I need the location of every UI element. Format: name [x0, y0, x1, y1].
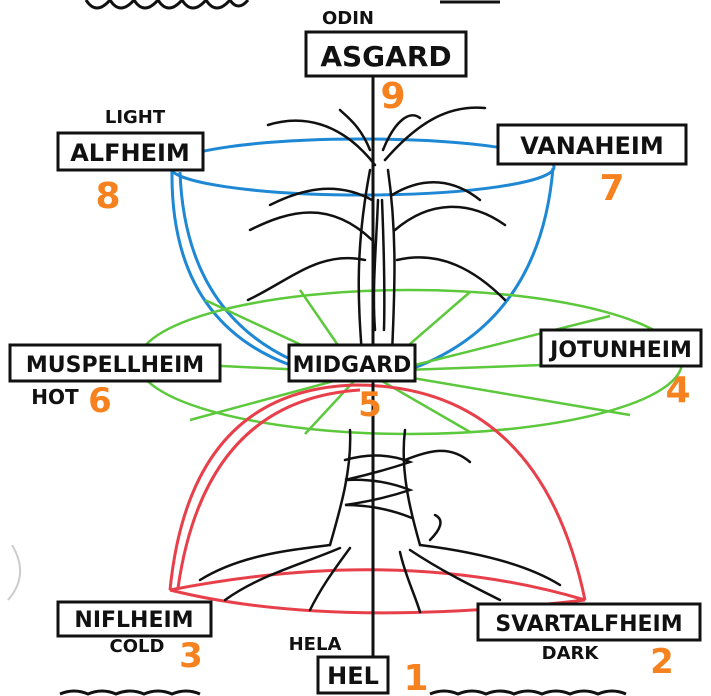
tree-branch [395, 207, 505, 230]
cloud-edge-top [86, 0, 248, 8]
upper-bowl [170, 139, 554, 368]
upper-bowl-rim [170, 139, 554, 195]
midgard-label: MIDGARD [293, 353, 412, 378]
vanaheim-label: VANAHEIM [520, 132, 663, 160]
tree-branch [268, 121, 375, 165]
tree-bark-line [382, 200, 384, 330]
root-spread [400, 552, 420, 612]
asgard-label: ASGARD [320, 40, 451, 73]
tree-branch [250, 213, 372, 241]
niflheim-label: NIFLHEIM [74, 608, 193, 633]
muspellheim-note: HOT [31, 385, 79, 409]
jotunheim-number: 4 [665, 370, 690, 411]
hel-number: 1 [403, 658, 428, 696]
muspellheim-label: MUSPELLHEIM [26, 353, 204, 378]
alfheim-label: ALFHEIM [70, 139, 190, 167]
upper-bowl-left-side [172, 170, 290, 365]
root-trunk-left [330, 430, 350, 545]
hel-note: HELA [289, 634, 342, 655]
upper-bowl-right-side [414, 168, 553, 368]
tree-branch [392, 182, 480, 200]
tree-bark-line [374, 200, 378, 330]
hel-label: HEL [327, 662, 379, 690]
root-coil [345, 455, 412, 518]
tree-branch [248, 258, 365, 300]
niflheim-number: 3 [179, 636, 203, 676]
niflheim-note: COLD [110, 636, 165, 657]
vanaheim-number: 7 [599, 168, 624, 209]
world-vanaheim: VANAHEIM 7 [498, 125, 686, 209]
svartalfheim-number: 2 [650, 642, 674, 682]
world-svartalfheim: SVARTALFHEIM DARK 2 [478, 604, 700, 682]
midgard-number: 5 [358, 385, 382, 425]
asgard-note: ODIN [322, 8, 374, 29]
muspellheim-number: 6 [88, 381, 112, 421]
lower-dome-inner-arc [178, 390, 360, 588]
svartalfheim-label: SVARTALFHEIM [495, 612, 682, 637]
world-muspellheim: MUSPELLHEIM HOT 6 [10, 345, 220, 421]
jotunheim-label: JOTUNHEIM [548, 338, 692, 363]
tree-branch [270, 189, 372, 205]
world-niflheim: NIFLHEIM COLD 3 [58, 602, 211, 676]
svartalfheim-note: DARK [542, 643, 600, 664]
root-tendril [405, 451, 470, 462]
alfheim-note: LIGHT [105, 107, 166, 128]
disc-spoke [190, 378, 345, 420]
world-asgard: ASGARD ODIN 9 [306, 8, 466, 117]
alfheim-number: 8 [95, 176, 120, 217]
world-jotunheim: JOTUNHEIM 4 [541, 330, 701, 411]
asgard-number: 9 [380, 76, 405, 117]
world-hel: HEL HELA 1 [289, 634, 429, 696]
tree-trunk-right [388, 170, 395, 355]
tree-roots [200, 430, 560, 612]
edge-arc [8, 545, 20, 600]
root-spread [430, 515, 440, 540]
